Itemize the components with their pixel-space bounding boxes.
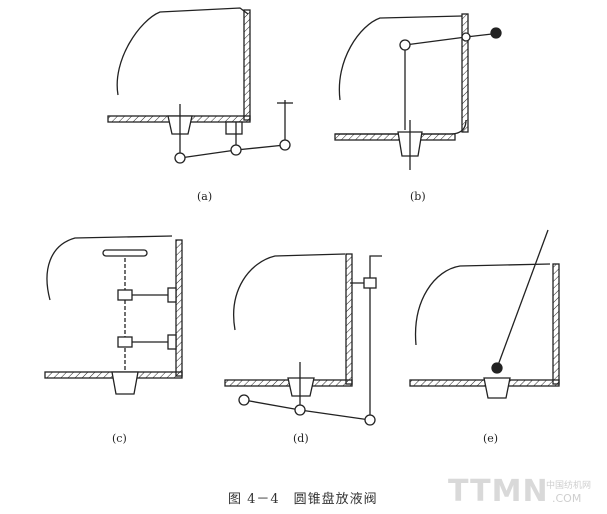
- panel-c-label: (c): [112, 432, 127, 445]
- watermark-cn: 中国纺机网: [546, 481, 592, 491]
- panel-b-label: (b): [410, 190, 426, 203]
- panel-c-drawing: [44, 235, 183, 395]
- watermark-com: .COM: [552, 492, 582, 505]
- panel-a-drawing: [107, 7, 293, 164]
- panel-e-drawing: [409, 229, 560, 399]
- panel-e-label: (e): [483, 432, 499, 445]
- panel-b-drawing: [334, 13, 502, 170]
- panel-a-label: (a): [197, 190, 213, 203]
- figure-caption: 图 4－4 圆锥盘放液阀: [228, 492, 378, 507]
- panel-d-drawing: [224, 253, 382, 426]
- panel-d-label: (d): [293, 432, 309, 445]
- watermark-logo: TTMN: [448, 474, 549, 509]
